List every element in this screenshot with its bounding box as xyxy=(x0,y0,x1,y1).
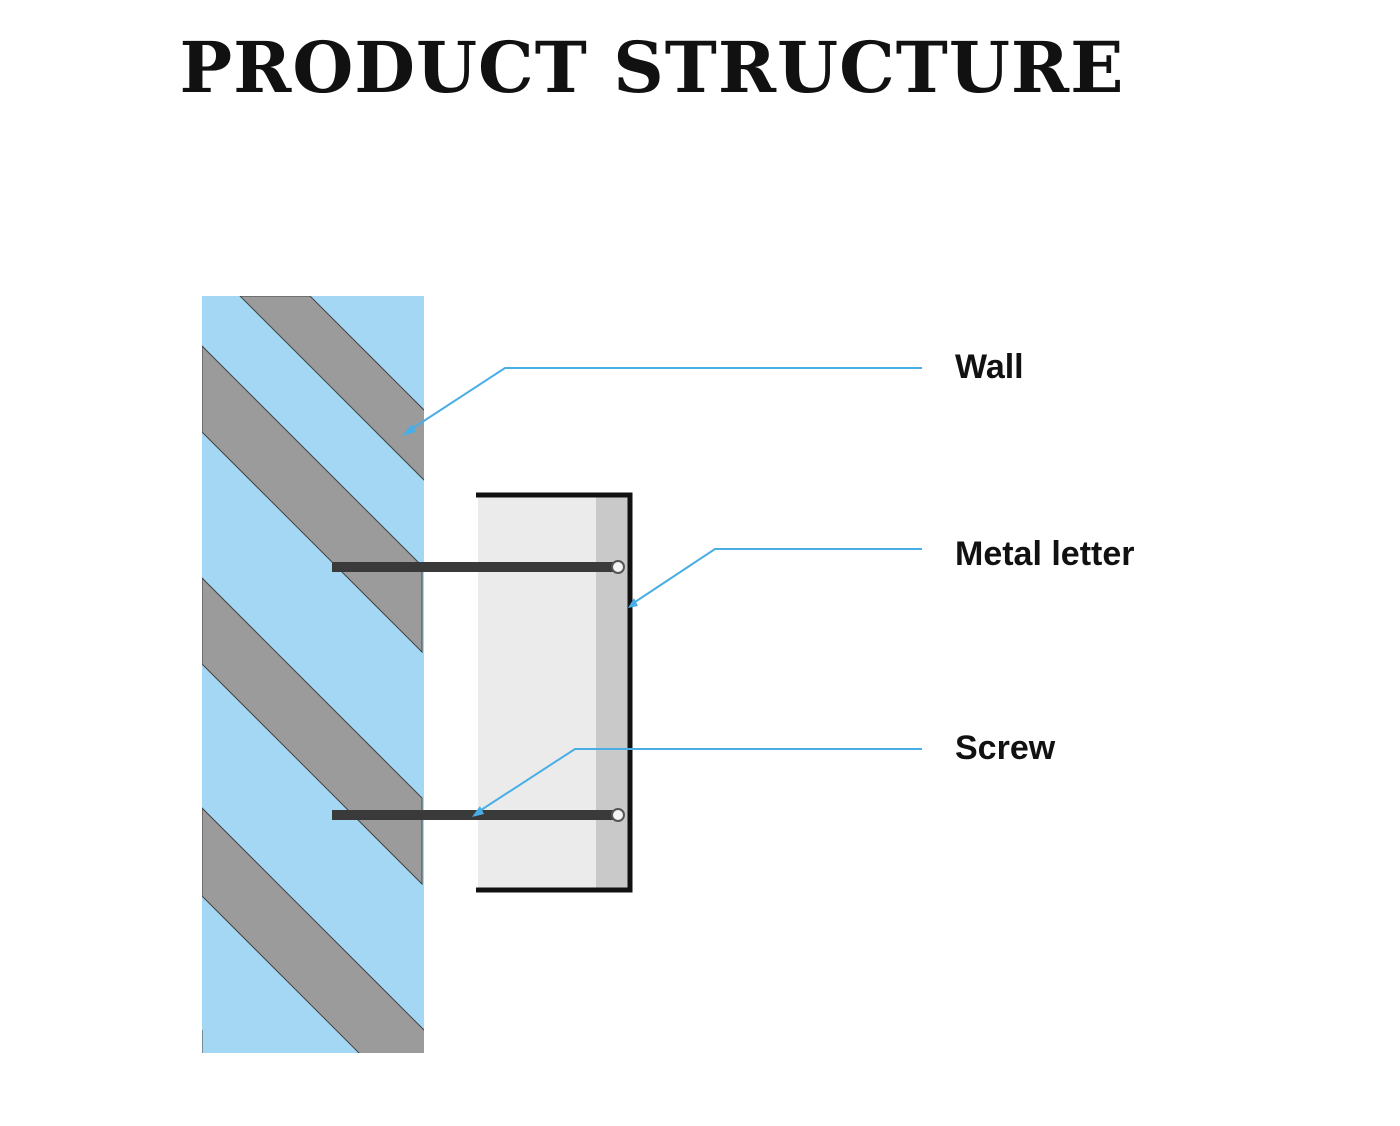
screw-leader-line xyxy=(477,748,922,813)
wall-stripe xyxy=(202,345,423,654)
wall-label: Wall xyxy=(955,348,1024,386)
screw-head xyxy=(611,560,625,574)
metal-letter xyxy=(476,492,633,893)
wall-stripe xyxy=(202,577,423,886)
page-title: PRODUCT STRUCTURE xyxy=(179,26,1125,109)
wall-arrowhead xyxy=(402,424,416,436)
screw-label: Screw xyxy=(955,729,1056,767)
wall-stripes xyxy=(202,296,424,1053)
screw-arrowhead xyxy=(472,806,484,817)
metal-letter-label: Metal letter xyxy=(955,535,1135,573)
metal-letter-leader-line xyxy=(631,548,922,605)
wall-stripe xyxy=(202,807,424,1053)
wall-leader-line xyxy=(409,367,922,431)
letter-body xyxy=(478,497,596,890)
letter-edge xyxy=(596,497,630,890)
screw-rod xyxy=(332,562,620,572)
screw-head xyxy=(611,808,625,822)
wall-stripe xyxy=(239,296,424,481)
metal-letter-arrowhead xyxy=(628,598,638,608)
leader-lines xyxy=(402,367,922,817)
letter-frame xyxy=(476,492,633,893)
wall-section xyxy=(202,296,424,1053)
